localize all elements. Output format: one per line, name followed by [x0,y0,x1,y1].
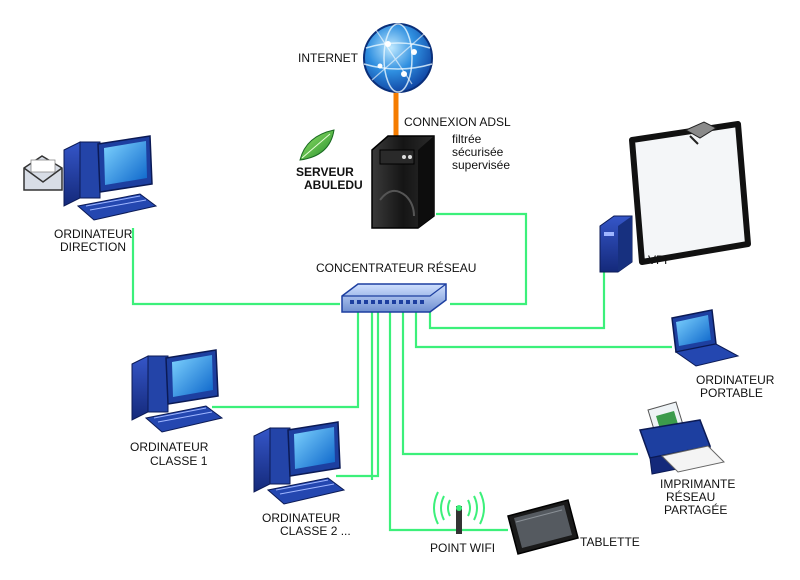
internet-label: INTERNET [298,51,359,65]
server-icon [372,136,434,228]
connection-note-1: filtrée [452,132,482,146]
leaf-icon [300,130,334,160]
laptop-label-2: PORTABLE [700,386,763,400]
pc-direction-label-2: DIRECTION [60,240,126,254]
desktop-icon-class2 [254,422,344,504]
wifi-label: POINT WIFI [430,541,495,555]
link-class1 [212,312,358,407]
pc-class2-label-2: CLASSE 2 ... [280,524,351,538]
printer-icon [640,402,724,474]
printer-label-1: IMPRIMANTE [660,477,735,491]
server-label-1: SERVEUR [296,165,354,179]
vpi-tower-icon [600,216,632,272]
link-tablet [390,312,508,530]
laptop-icon [672,310,738,366]
pc-class2-label-1: ORDINATEUR [262,511,341,525]
desktop-icon-class1 [132,350,222,432]
globe-icon [364,24,432,92]
link-printer [403,312,638,454]
pc-class1-label-1: ORDINATEUR [130,440,209,454]
pc-class1-label-2: CLASSE 1 [150,454,208,468]
connection-label: CONNEXION ADSL [404,115,511,129]
printer-label-2: RÉSEAU [666,489,715,504]
link-server [436,214,526,304]
tablet-icon [508,500,578,554]
hub-label: CONCENTRATEUR RÉSEAU [316,260,476,275]
printer-label-3: PARTAGÉE [664,502,727,517]
server-label-2: ABULEDU [304,178,363,192]
connection-note-3: supervisée [452,158,510,172]
pc-direction-label-1: ORDINATEUR [54,227,133,241]
hub-icon [342,284,446,312]
tablet-label: TABLETTE [580,535,640,549]
envelope-icon [24,156,62,190]
link-direction [133,228,340,304]
vpi-label: VPI [648,253,667,267]
wifi-icon [434,492,484,534]
link-laptop [416,312,672,347]
laptop-label-1: ORDINATEUR [696,373,775,387]
desktop-icon-direction [64,136,156,220]
connection-note-2: sécurisée [452,145,504,159]
whiteboard-icon [632,122,748,262]
